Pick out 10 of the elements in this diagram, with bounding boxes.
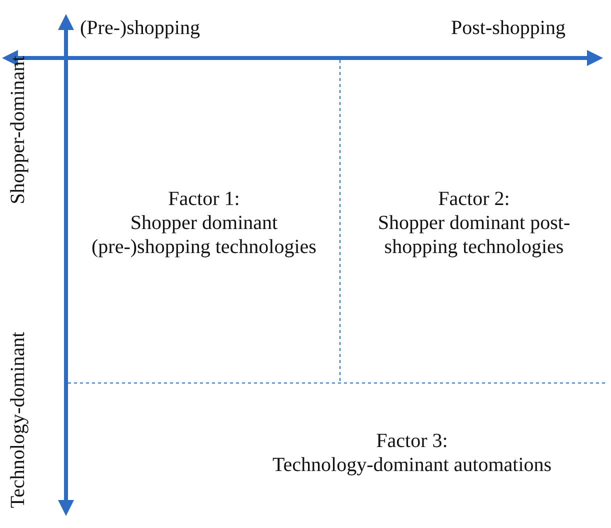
axis-label: (Pre-)shopping bbox=[80, 16, 200, 40]
factor-heading: Factor 1: bbox=[168, 187, 240, 211]
axis-label: Technology-dominant bbox=[6, 332, 30, 508]
factor-description: Shopper dominant post-shopping technologies bbox=[376, 211, 572, 259]
factor-heading: Factor 3: bbox=[376, 429, 448, 453]
axis-label: Post-shopping bbox=[451, 16, 566, 40]
factor-heading: Factor 2: bbox=[438, 187, 510, 211]
axis-label: Shopper-dominant bbox=[6, 56, 30, 204]
factor-description: Technology-dominant automations bbox=[272, 453, 552, 477]
factor-description: Shopper dominant (pre-)shopping technologies bbox=[90, 211, 318, 259]
